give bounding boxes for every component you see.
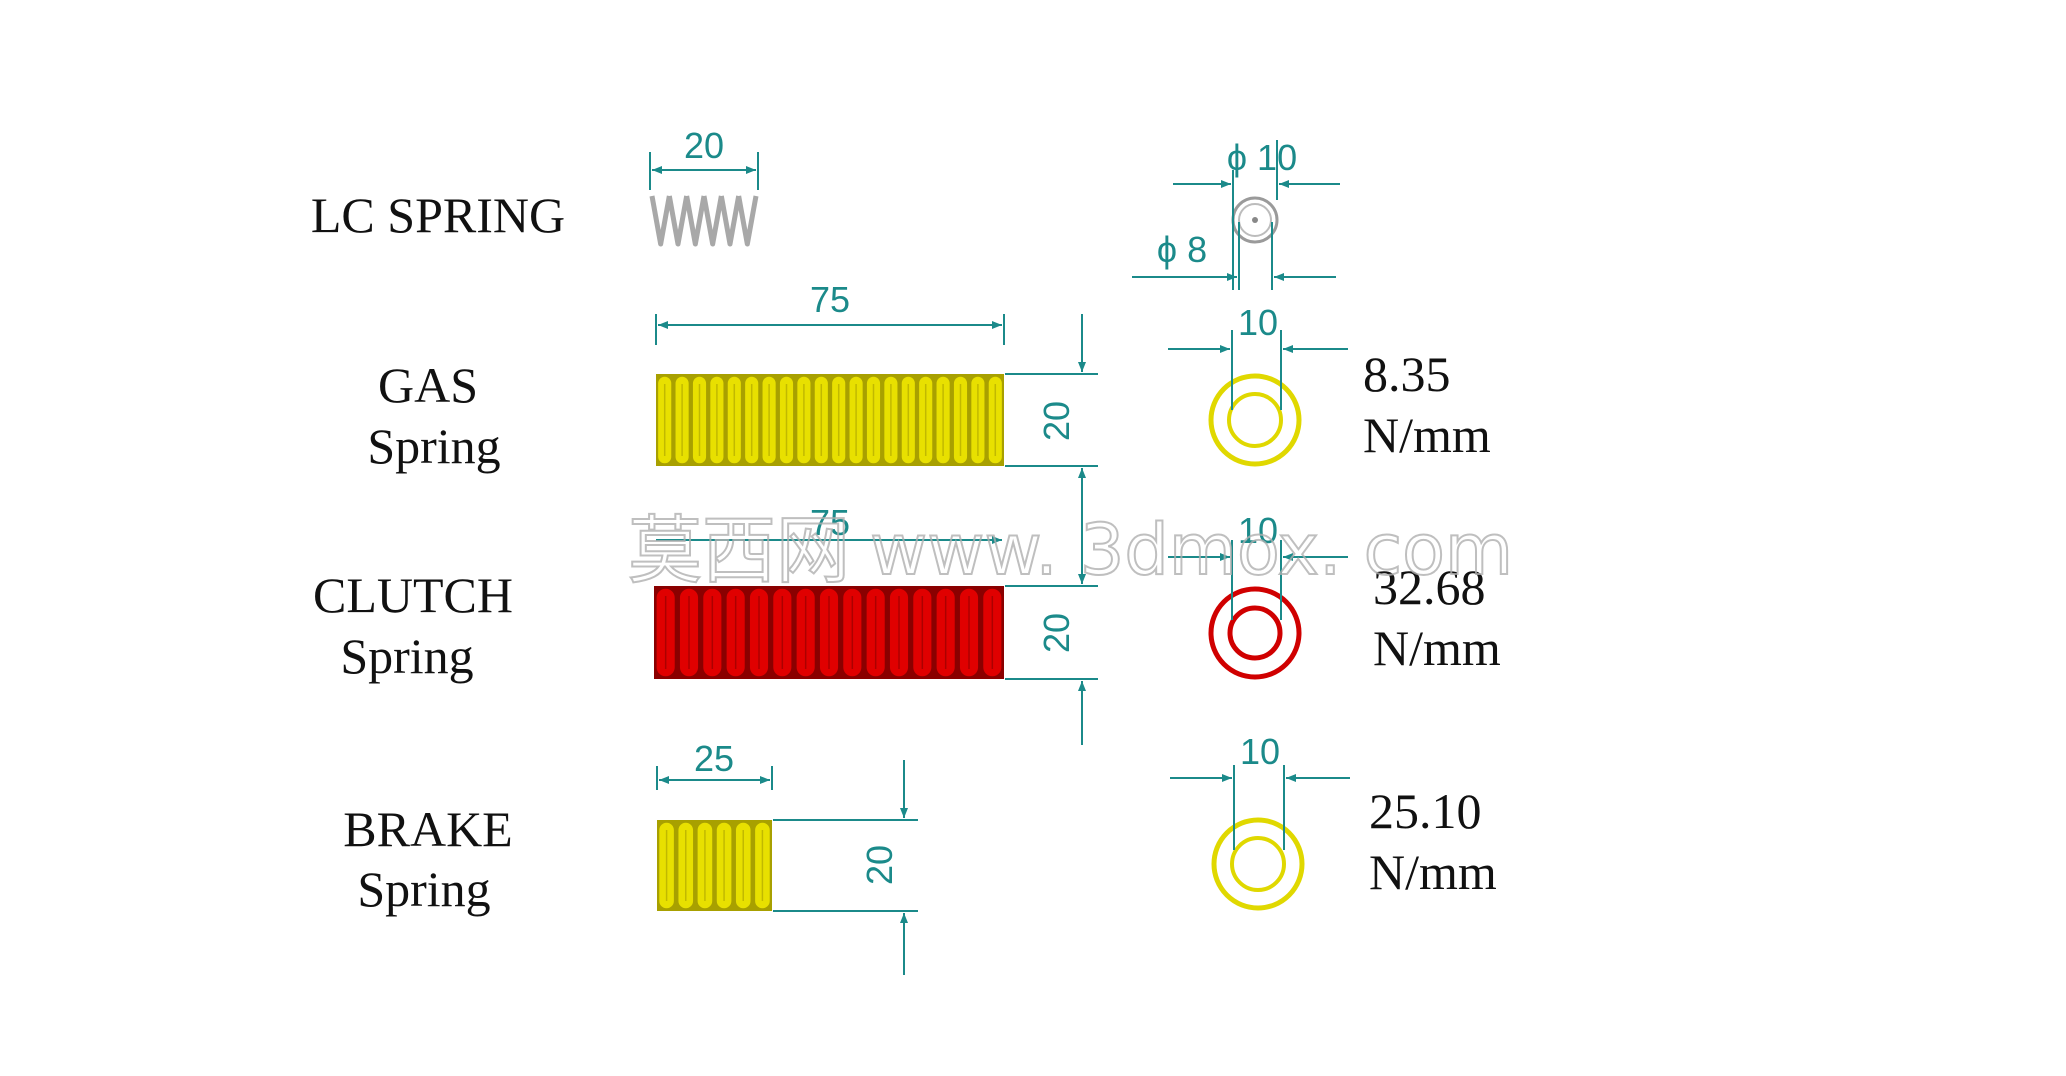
- gas-spring-coils: [656, 374, 1004, 466]
- gas-length-dimension: 75: [810, 279, 850, 320]
- clutch-inner-circle: [1227, 605, 1283, 661]
- watermark-cjk: 莫西网: [628, 508, 850, 594]
- brake-rate-unit: N/mm: [1369, 844, 1497, 900]
- lc-coil-wire: [649, 195, 759, 247]
- clutch-spring-label-line2: Spring: [340, 628, 473, 684]
- gas-spring-label-line2: Spring: [367, 418, 500, 474]
- gas-height-dimension: 20: [1036, 401, 1077, 441]
- lc-spring-coils: [649, 195, 759, 247]
- clutch-end-width-dimension: 10: [1238, 510, 1278, 551]
- clutch-spring-side-view: 75 20: [654, 502, 1098, 745]
- lc-spring-label: LC SPRING: [311, 187, 565, 243]
- lc-inner-circle: [1238, 203, 1272, 237]
- clutch-height-dimension: 20: [1036, 613, 1077, 653]
- brake-spring-side-view: 25 20: [656, 738, 918, 975]
- lc-spring-end-view: ϕ 10 ϕ 8: [1132, 137, 1340, 290]
- gas-inner-circle: [1227, 392, 1283, 448]
- brake-inner-circle: [1230, 836, 1286, 892]
- brake-spring-coils: [657, 820, 772, 911]
- watermark-latin: www. 3dmox. com: [870, 509, 1513, 591]
- brake-spring-end-view: 10 25.10 N/mm: [1170, 731, 1497, 911]
- gas-rate-value: 8.35: [1363, 346, 1451, 402]
- gas-outer-circle: [1208, 373, 1302, 467]
- clutch-spring-label-line1: CLUTCH: [313, 567, 513, 623]
- brake-length-dimension: 25: [694, 738, 734, 779]
- lc-inner-diameter-dimension: ϕ 8: [1157, 229, 1207, 270]
- brake-spring-label-line2: Spring: [357, 861, 490, 917]
- gas-end-width-dimension: 10: [1238, 302, 1278, 343]
- spring-labels: LC SPRING GAS Spring CLUTCH Spring BRAKE…: [311, 187, 565, 917]
- brake-coil-body: [657, 820, 772, 911]
- clutch-rate-value: 32.68: [1373, 559, 1486, 615]
- clutch-spring-end-view: 10 32.68 N/mm: [1168, 510, 1501, 680]
- watermark: 莫西网 www. 3dmox. com: [627, 507, 1514, 595]
- lc-length-dimension: 20: [684, 125, 724, 166]
- gas-coil-body: [656, 374, 1004, 466]
- brake-height-dimension: 20: [859, 845, 900, 885]
- lc-spring-side-view: 20: [649, 125, 759, 247]
- brake-spring-label-line1: BRAKE: [343, 801, 512, 857]
- lc-center-point: [1252, 217, 1258, 223]
- brake-end-width-dimension: 10: [1240, 731, 1280, 772]
- clutch-rate-unit: N/mm: [1373, 620, 1501, 676]
- gas-rate-unit: N/mm: [1363, 407, 1491, 463]
- clutch-outer-circle: [1208, 586, 1302, 680]
- brake-rate-value: 25.10: [1369, 783, 1482, 839]
- gas-spring-end-view: 10 8.35 N/mm: [1168, 302, 1491, 467]
- brake-outer-circle: [1211, 817, 1305, 911]
- lc-outer-diameter-dimension: ϕ 10: [1227, 137, 1297, 178]
- clutch-length-dimension: 75: [810, 502, 850, 543]
- gas-spring-side-view: 75 20: [655, 279, 1098, 530]
- gas-spring-label-line1: GAS: [378, 357, 478, 413]
- clutch-spring-coils: [654, 586, 1004, 679]
